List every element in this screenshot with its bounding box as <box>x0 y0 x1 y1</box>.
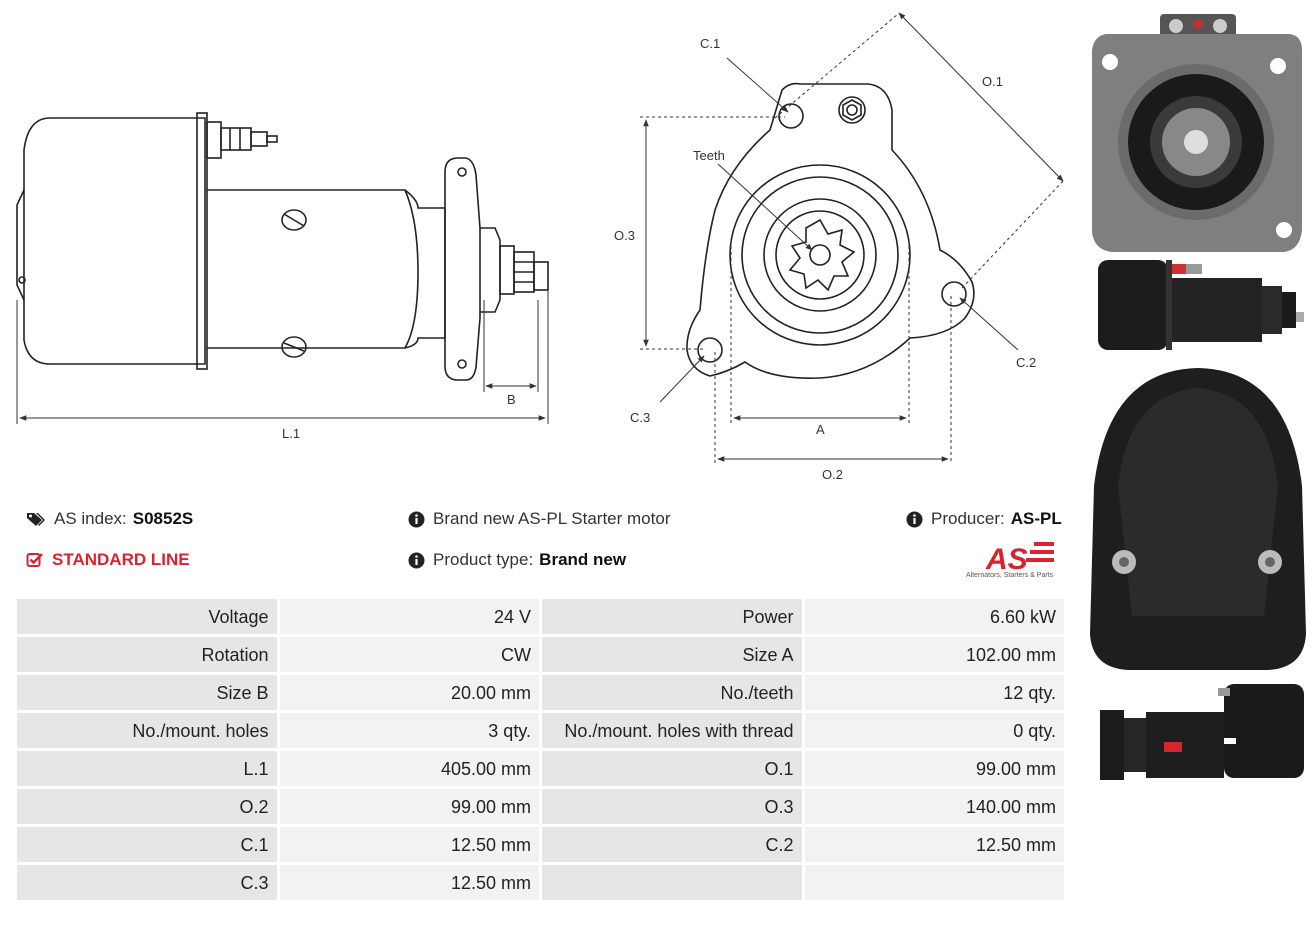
front-view-drawing <box>686 82 975 379</box>
spec-value: 20.00 mm <box>279 675 539 710</box>
dim-label-o3: O.3 <box>614 228 635 243</box>
spec-key: Voltage <box>17 599 277 634</box>
checkbox-icon <box>26 552 44 568</box>
spec-value: 99.00 mm <box>279 789 539 824</box>
dim-label-l1: L.1 <box>282 426 300 441</box>
spec-value <box>804 865 1064 900</box>
table-row: C.3 12.50 mm <box>17 865 1064 900</box>
photo-front-flange <box>1092 14 1302 252</box>
photo-side-branded <box>1100 684 1304 780</box>
spec-value: 12.50 mm <box>804 827 1064 862</box>
spec-value: 6.60 kW <box>804 599 1064 634</box>
photo-side <box>1098 260 1304 350</box>
product-type-label: Product type: <box>433 550 534 569</box>
spec-value: 0 qty. <box>804 713 1064 748</box>
logo-tagline: Alternators, Starters & Parts <box>966 572 1054 579</box>
spec-value: 140.00 mm <box>804 789 1064 824</box>
as-pl-logo: AS <box>985 542 1054 576</box>
side-view-dimensions <box>16 290 549 424</box>
spec-table: Voltage 24 V Power 6.60 kW Rotation CW S… <box>14 596 1067 903</box>
dim-label-c2: C.2 <box>1016 355 1036 370</box>
description-text: Brand new AS-PL Starter motor <box>433 509 671 528</box>
spec-key: Size B <box>17 675 277 710</box>
spec-key: No./teeth <box>542 675 802 710</box>
spec-value: 102.00 mm <box>804 637 1064 672</box>
dim-label-teeth: Teeth <box>693 148 725 163</box>
info-circle-icon <box>906 511 923 528</box>
as-index-label: AS index: <box>54 509 127 528</box>
photo-rear-cap <box>1090 368 1306 670</box>
as-index: AS index: S0852S <box>26 509 193 529</box>
spec-key: L.1 <box>17 751 277 786</box>
spec-key: C.1 <box>17 827 277 862</box>
spec-value: 99.00 mm <box>804 751 1064 786</box>
product-type-value: Brand new <box>539 550 627 569</box>
dim-label-c3: C.3 <box>630 410 650 425</box>
spec-key: Size A <box>542 637 802 672</box>
spec-key: O.1 <box>542 751 802 786</box>
svg-text:AS: AS <box>985 543 1028 576</box>
dim-label-o1: O.1 <box>982 74 1003 89</box>
producer-label: Producer: <box>931 509 1005 528</box>
table-row: Size B 20.00 mm No./teeth 12 qty. <box>17 675 1064 710</box>
spec-key: Rotation <box>17 637 277 672</box>
dim-label-c1: C.1 <box>700 36 720 51</box>
spec-key: C.3 <box>17 865 277 900</box>
dim-label-b: B <box>507 392 516 407</box>
front-view-dimensions <box>640 12 1065 464</box>
spec-key: O.2 <box>17 789 277 824</box>
spec-value: 405.00 mm <box>279 751 539 786</box>
table-row: O.2 99.00 mm O.3 140.00 mm <box>17 789 1064 824</box>
side-view-drawing <box>16 112 549 381</box>
table-row: No./mount. holes 3 qty. No./mount. holes… <box>17 713 1064 748</box>
dim-label-a: A <box>816 422 825 437</box>
spec-key: No./mount. holes with thread <box>542 713 802 748</box>
product-type: Product type: Brand new <box>408 550 626 570</box>
spec-key: Power <box>542 599 802 634</box>
tags-icon <box>26 511 46 527</box>
spec-key: C.2 <box>542 827 802 862</box>
table-row: L.1 405.00 mm O.1 99.00 mm <box>17 751 1064 786</box>
spec-key: No./mount. holes <box>17 713 277 748</box>
dim-label-o2: O.2 <box>822 467 843 482</box>
spec-value: CW <box>279 637 539 672</box>
info-circle-icon <box>408 511 425 528</box>
product-description: Brand new AS-PL Starter motor <box>408 509 670 529</box>
table-row: C.1 12.50 mm C.2 12.50 mm <box>17 827 1064 862</box>
table-row: Voltage 24 V Power 6.60 kW <box>17 599 1064 634</box>
producer: Producer: AS-PL <box>906 509 1062 529</box>
info-circle-icon <box>408 552 425 569</box>
spec-key: O.3 <box>542 789 802 824</box>
spec-value: 12.50 mm <box>279 827 539 862</box>
standard-line-text: STANDARD LINE <box>52 550 190 569</box>
spec-key <box>542 865 802 900</box>
table-row: Rotation CW Size A 102.00 mm <box>17 637 1064 672</box>
producer-value: AS-PL <box>1010 509 1062 528</box>
spec-value: 12 qty. <box>804 675 1064 710</box>
technical-drawing: L.1 B C.1 O.1 Teeth O.3 C.2 <box>16 12 1065 482</box>
spec-value: 24 V <box>279 599 539 634</box>
spec-value: 12.50 mm <box>279 865 539 900</box>
spec-value: 3 qty. <box>279 713 539 748</box>
as-index-value: S0852S <box>132 509 194 528</box>
standard-line: STANDARD LINE <box>26 550 190 570</box>
